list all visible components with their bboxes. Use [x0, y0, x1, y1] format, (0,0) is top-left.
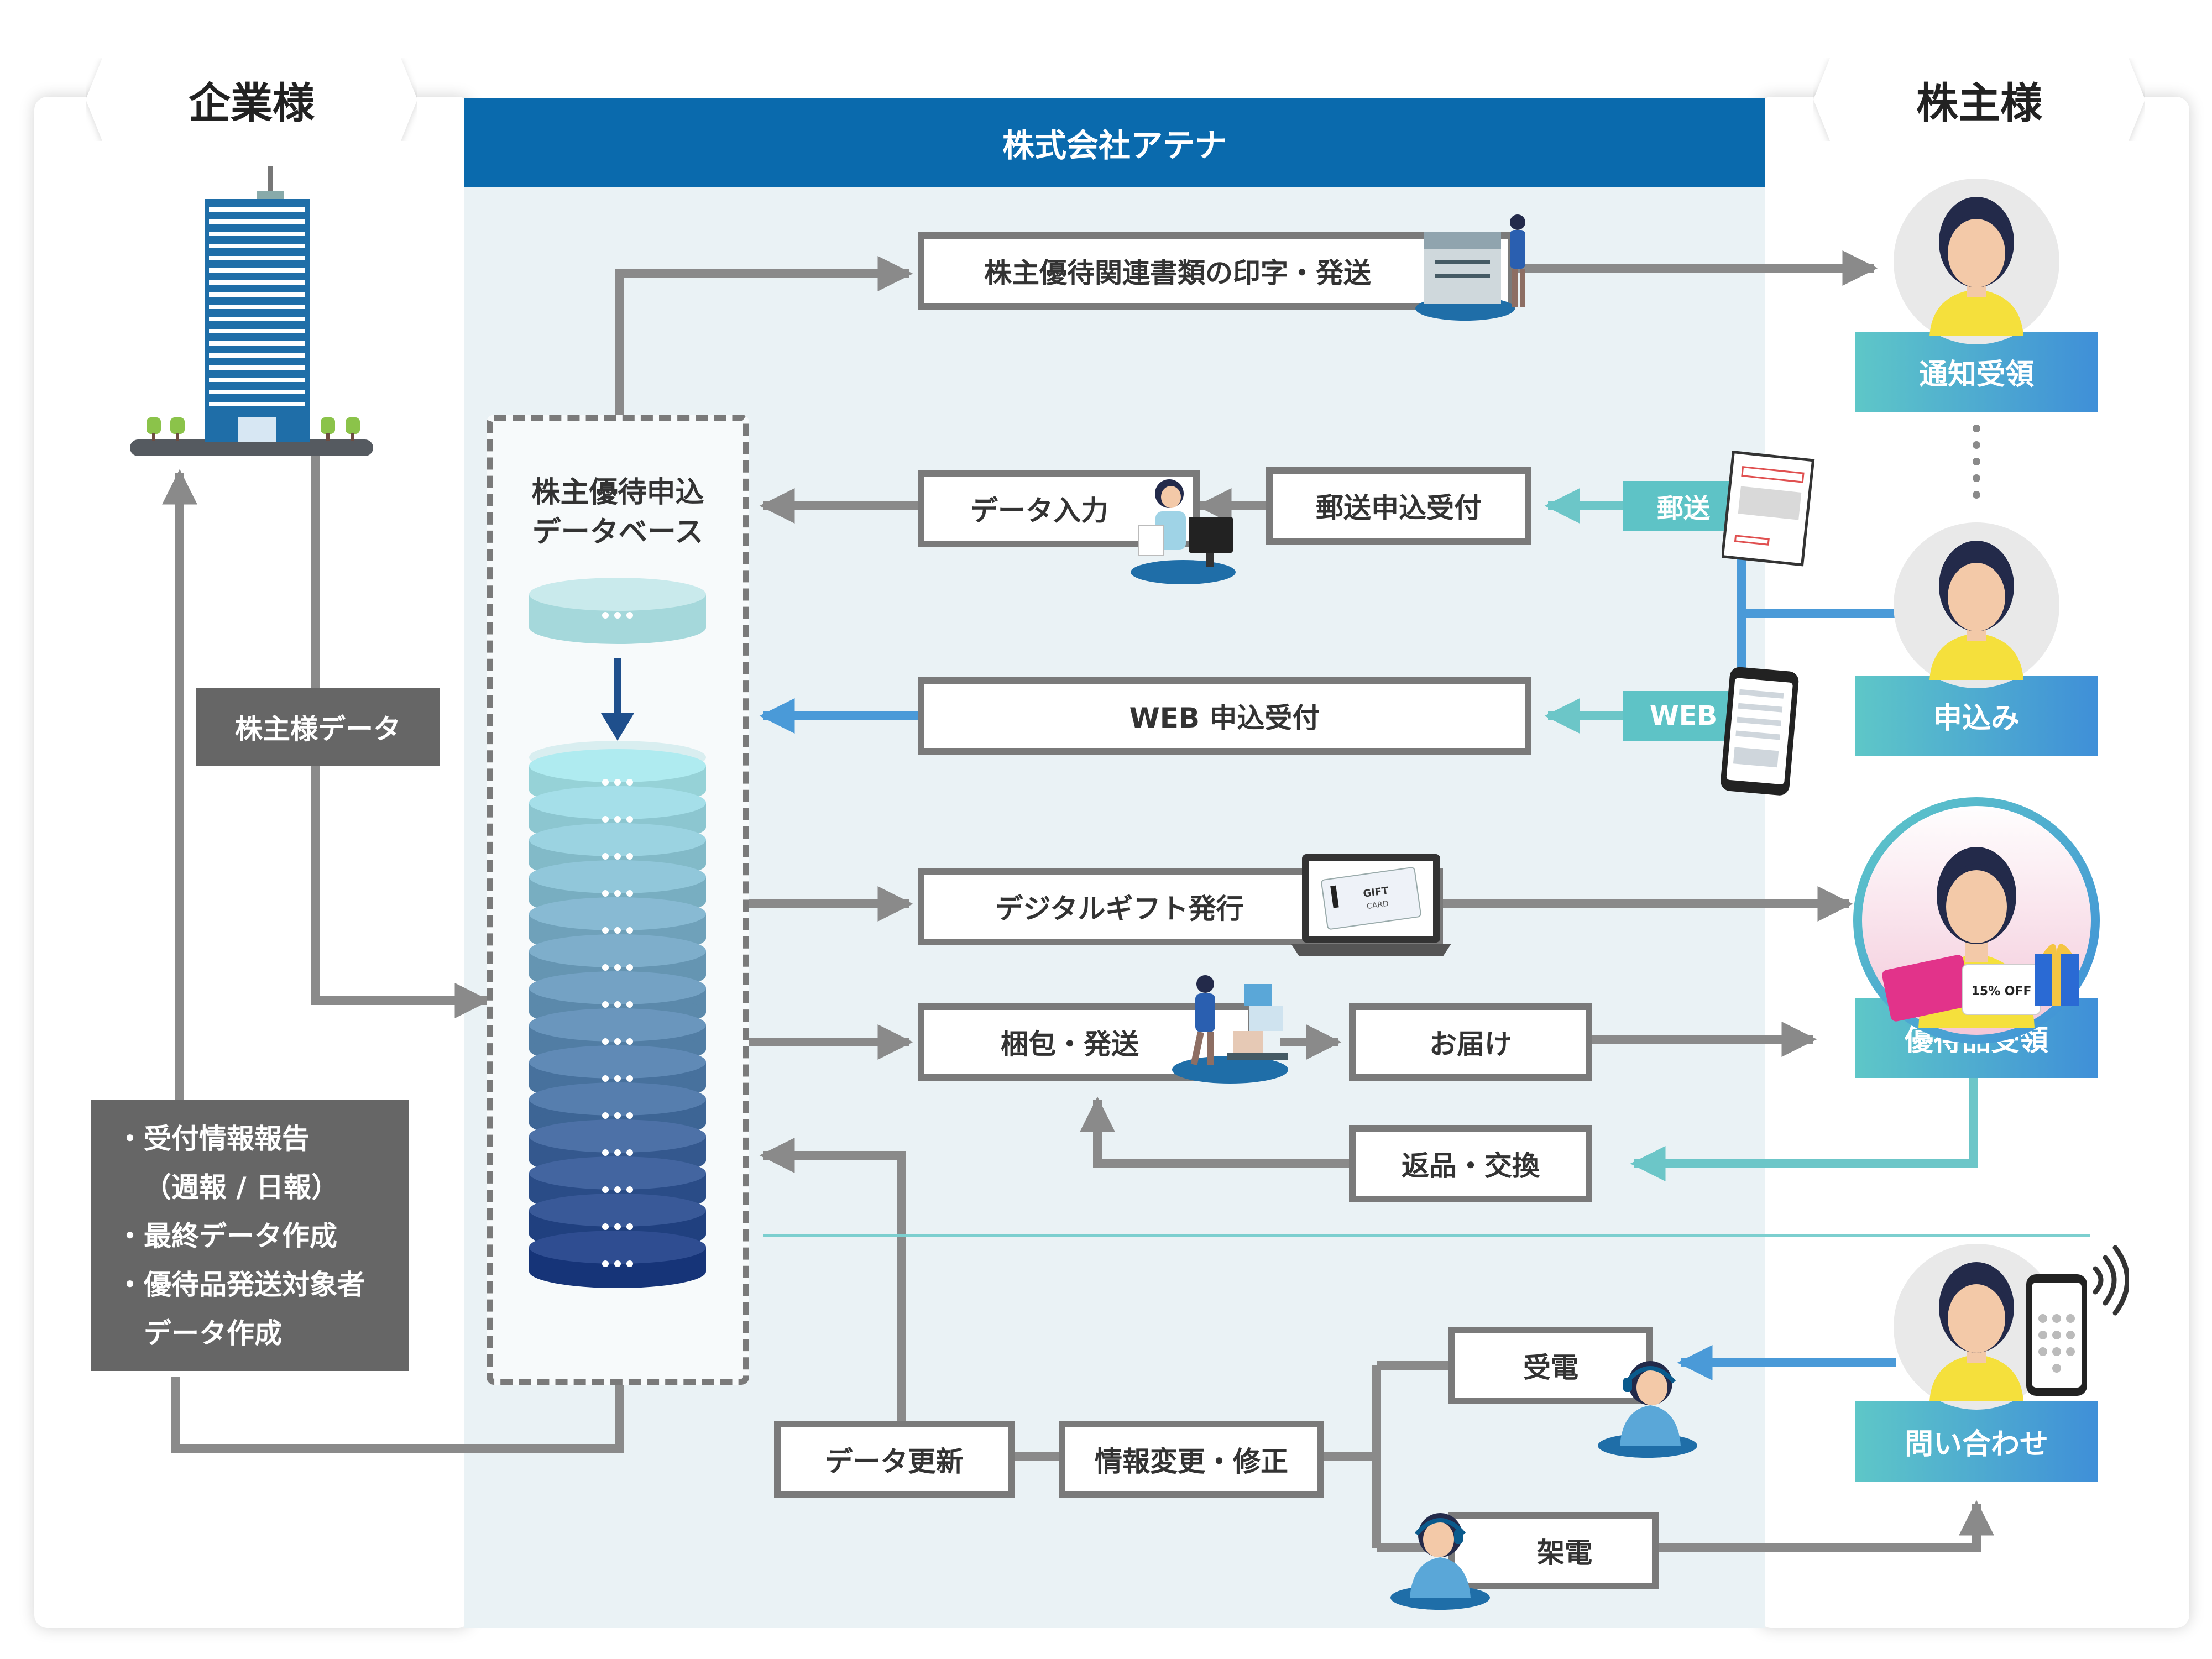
digital-gift-label: デジタルギフト発行 [995, 893, 1244, 925]
database-label-line1: 株主優待申込 [531, 475, 704, 509]
delivery-box: お届け [1349, 1003, 1592, 1081]
gift-card-line2: CARD [1366, 899, 1389, 911]
delivery-label: お届け [1429, 1028, 1512, 1060]
packing-worker-icon [1172, 975, 1288, 1084]
right-column-title: 株主様 [1916, 78, 2042, 128]
coupon-text: 15% OFF [1971, 985, 2031, 998]
shareholder-data-label: 株主様データ [235, 713, 401, 745]
incoming-call-operator-icon [1598, 1361, 1697, 1458]
return-exchange-label: 返品・交換 [1402, 1150, 1540, 1182]
shareholder-data-box: 株主様データ [196, 688, 440, 766]
outgoing-call-operator-icon [1390, 1513, 1490, 1610]
laptop-gift-card-icon: GIFT CARD [1291, 854, 1451, 956]
data-entry-worker-icon [1131, 479, 1236, 584]
web-channel-tag: WEB [1623, 691, 1744, 741]
smartphone-web-icon [1721, 667, 1799, 796]
incoming-call-label: 受電 [1523, 1352, 1578, 1384]
data-update-label: データ更新 [825, 1446, 964, 1478]
shareholder-avatar-gift: 15% OFF [1853, 797, 2100, 1044]
database-disk [529, 1231, 706, 1288]
data-update-box: データ更新 [774, 1421, 1015, 1498]
left-column-header-tag [86, 58, 417, 141]
report-line-4: ・優待品発送対象者 [116, 1269, 365, 1301]
mail-receipt-box: 郵送申込受付 [1266, 467, 1531, 545]
return-exchange-box: 返品・交換 [1349, 1125, 1592, 1202]
database-label-line2: データベース [532, 515, 704, 549]
printer-worker-icon [1415, 214, 1525, 321]
database-top-disk [529, 578, 706, 644]
inquiry-label: 問い合わせ [1904, 1428, 2048, 1461]
print-ship-box: 株主優待関連書類の印字・発送 [918, 232, 1515, 310]
web-receipt-box: WEB 申込受付 [918, 677, 1531, 755]
mail-channel-label: 郵送 [1656, 493, 1710, 524]
center-column-title: 株式会社アテナ [1002, 127, 1227, 164]
web-channel-label: WEB [1649, 700, 1718, 731]
database-stack-icon [529, 578, 706, 1288]
notice-received-box: 通知受領 [1855, 332, 2098, 412]
report-line-1: ・受付情報報告 [116, 1123, 310, 1155]
right-column-header-tag [1813, 58, 2145, 141]
outgoing-call-label: 架電 [1537, 1537, 1592, 1569]
print-ship-label: 株主優待関連書類の印字・発送 [984, 257, 1371, 289]
company-building-icon [130, 166, 373, 456]
apply-box: 申込み [1855, 676, 2098, 756]
pack-ship-label: 梱包・発送 [1001, 1028, 1139, 1060]
outgoing-call-box: 架電 [1448, 1512, 1659, 1589]
report-line-2: （週報 / 日報） [144, 1171, 339, 1203]
inquiry-box: 問い合わせ [1855, 1401, 2098, 1482]
shareholder-avatar-phone [1894, 1244, 2129, 1410]
mail-receipt-label: 郵送申込受付 [1316, 492, 1482, 524]
shareholder-avatar-2 [1894, 522, 2059, 688]
incoming-call-box: 受電 [1448, 1327, 1653, 1404]
report-line-5: データ作成 [144, 1317, 282, 1349]
database-arrow-icon [601, 658, 634, 741]
info-change-box: 情報変更・修正 [1059, 1421, 1324, 1498]
web-receipt-label: WEB 申込受付 [1129, 702, 1320, 734]
report-box: ・受付情報報告 （週報 / 日報） ・最終データ作成 ・優待品発送対象者 データ… [91, 1100, 409, 1371]
left-column-title: 企業様 [189, 78, 315, 128]
mail-form-icon [1722, 451, 1815, 567]
center-column-header: 株式会社アテナ [464, 98, 1765, 187]
notice-received-label: 通知受領 [1918, 358, 2034, 391]
data-entry-label: データ入力 [970, 495, 1108, 527]
info-change-label: 情報変更・修正 [1095, 1446, 1288, 1478]
mail-channel-tag: 郵送 [1623, 481, 1744, 531]
report-line-3: ・最終データ作成 [116, 1220, 337, 1252]
shareholder-avatar-1 [1894, 179, 2059, 344]
apply-label: 申込み [1933, 702, 2020, 735]
